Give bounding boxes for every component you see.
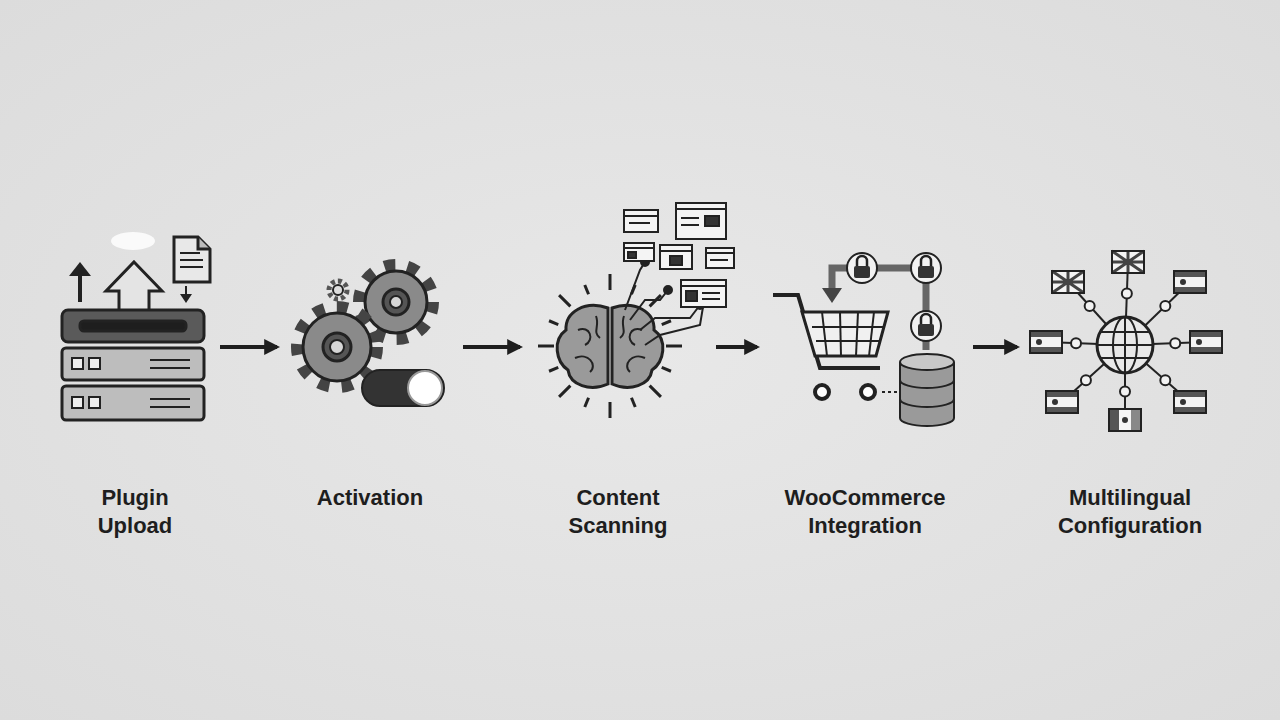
ray [585,285,589,294]
node-dot [1120,387,1130,397]
flag [1112,251,1144,273]
ray [609,402,612,418]
flow-arrow [973,345,1017,349]
ray [549,321,558,325]
step-label: Content Scanning [553,484,683,540]
brain-rays [538,274,682,418]
flag [1109,409,1141,431]
step-label: WooCommerce Integration [775,484,955,540]
lock-icons [847,253,941,341]
flag [1046,391,1078,413]
cart-icon [773,268,954,426]
node-dot [1081,375,1091,385]
lock [911,253,941,283]
step-label: Activation [295,484,445,512]
flag [1174,271,1206,293]
ray [662,367,671,371]
flow-arrow [716,345,757,349]
server-icon [62,232,210,420]
flow-arrow [463,345,520,349]
brain-icon [538,203,734,418]
flag [1030,331,1062,353]
lock [847,253,877,283]
flag [1174,391,1206,413]
step-label: Plugin Upload [80,484,190,540]
ray [609,274,612,290]
step-node: WooCommerce Integration [767,236,963,540]
node-dot [1160,301,1170,311]
node-dot [1085,301,1095,311]
flag [1052,271,1084,293]
ray [559,295,570,306]
step-node: Multilingual Configuration [1027,236,1233,540]
gears-icon [297,265,444,406]
step-label: Multilingual Configuration [1035,484,1225,540]
step-node: Content Scanning [530,236,706,540]
ray [559,386,570,397]
flow-arrow [220,345,277,349]
globe-icon [1030,251,1222,431]
node-dot [1071,338,1081,348]
ray [538,345,554,348]
ray [666,345,682,348]
ray [549,367,558,371]
flag [1190,331,1222,353]
lock [911,311,941,341]
ray [631,398,635,407]
ray [585,398,589,407]
node-dot [1170,338,1180,348]
node-dot [1160,375,1170,385]
step-node: Activation [287,236,453,512]
step-node: Plugin Upload [60,236,210,540]
ray [662,321,671,325]
ray [650,386,661,397]
node-dot [1122,289,1132,299]
